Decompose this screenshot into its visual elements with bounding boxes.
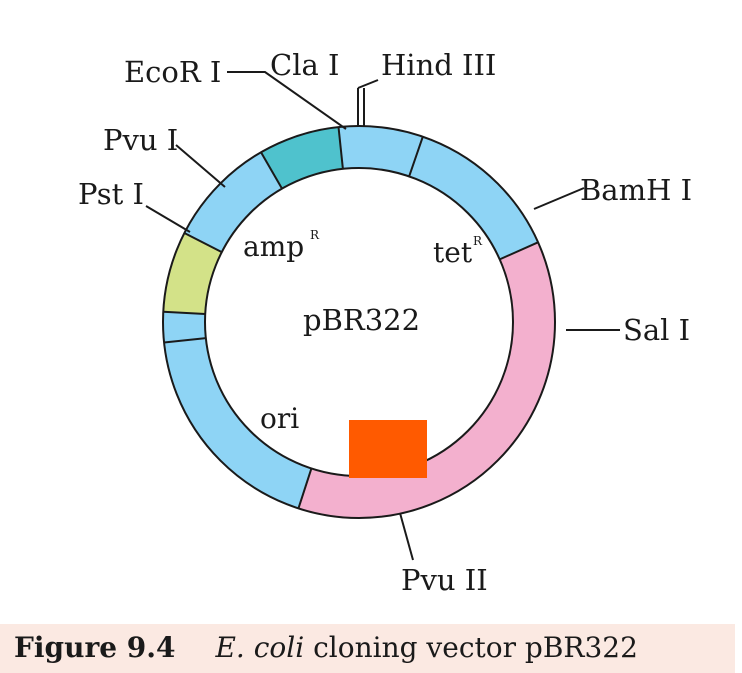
rop-gene-block: [349, 420, 427, 478]
sal1-site-label: Sal I: [623, 313, 690, 347]
amp-gene-label: amp: [243, 230, 304, 263]
hind3-leader-line: [357, 79, 379, 89]
cla1-site-label: Cla I: [270, 48, 339, 82]
ring-segment-divider: [260, 151, 283, 190]
plasmid-name-label: pBR322: [303, 303, 420, 337]
ring-segment-right-blue: [163, 311, 312, 509]
pst1-site-label: Pst I: [78, 177, 144, 211]
ring-segment-divider: [499, 241, 539, 261]
pvu1-leader-line: [175, 144, 226, 188]
ring-segment-divider: [297, 468, 313, 509]
ring-segment-bottom-blue: [184, 152, 282, 253]
ring-segment-divider: [163, 337, 206, 344]
tet-gene-superscript: R: [473, 234, 483, 248]
ring-segment-top-blue: [409, 136, 539, 260]
plasmid-map-diagram: EcoR I Cla I Hind III Pvu I Pst I BamH I…: [78, 48, 692, 597]
ring-segment-divider: [408, 136, 424, 177]
pvu2-leader-line: [399, 512, 414, 561]
plasmid-ring: [162, 125, 556, 519]
ori-label: ori: [260, 402, 299, 435]
ring-segment-divider: [337, 126, 344, 169]
amp-gene-superscript: R: [310, 228, 320, 242]
tet-gene-label: tet: [433, 236, 473, 269]
hind3-site-label: Hind III: [381, 48, 496, 82]
ecor1-leader-line: [227, 71, 347, 130]
caption-organism: E. coli: [215, 631, 305, 664]
pvu1-site-label: Pvu I: [103, 123, 178, 157]
pst1-leader-line: [145, 205, 191, 233]
site-leader-lines: [145, 71, 620, 561]
pvu2-site-label: Pvu II: [401, 563, 488, 597]
ring-segment-dividers: [163, 126, 539, 509]
figure-caption: Figure 9.4 E. coli cloning vector pBR322: [0, 624, 735, 673]
bamh1-site-label: BamH I: [580, 173, 692, 207]
bamh1-leader-line: [533, 187, 585, 210]
ring-segment-tet-resistance: [298, 242, 555, 519]
ring-segment-divider: [183, 232, 223, 253]
ecor1-site-label: EcoR I: [124, 55, 221, 89]
ring-segment-divider: [163, 310, 206, 315]
caption-text: cloning vector pBR322: [304, 631, 638, 664]
figure-number: Figure 9.4: [14, 631, 176, 664]
